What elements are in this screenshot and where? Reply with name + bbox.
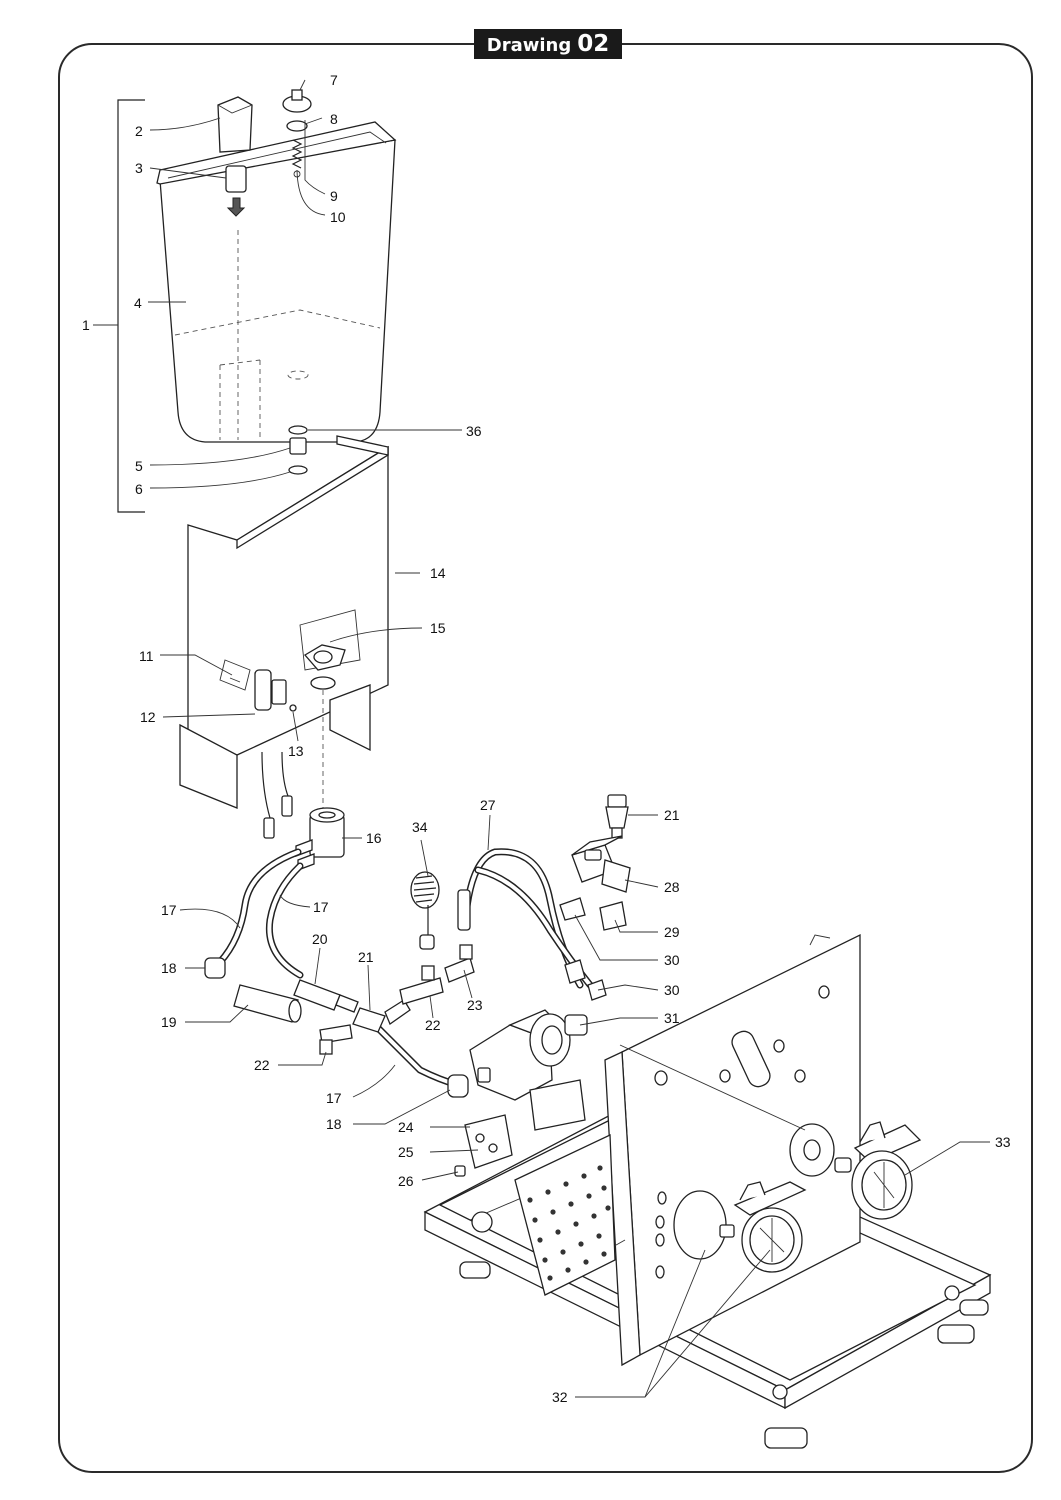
callout-24: 24 — [398, 1119, 414, 1135]
callout-30-bottom: 30 — [664, 982, 680, 998]
gauge-tube — [619, 1044, 806, 1131]
tee-fitting — [319, 965, 444, 1055]
tank-support-panel — [179, 435, 389, 809]
callout-16: 16 — [366, 830, 382, 846]
drawing-title-number: 02 — [577, 31, 610, 57]
callout-33: 33 — [995, 1134, 1011, 1150]
callout-22-right: 22 — [425, 1017, 441, 1033]
callout-13: 13 — [288, 743, 304, 759]
braided-hose — [457, 848, 607, 1001]
callout-12: 12 — [140, 709, 156, 725]
callout-19: 19 — [161, 1014, 177, 1030]
pump-pressure-gauge — [789, 1121, 922, 1220]
callout-9: 9 — [330, 188, 338, 204]
callout-6: 6 — [135, 481, 143, 497]
callout-21-left: 21 — [358, 949, 374, 965]
callout-17-left: 17 — [161, 902, 177, 918]
callout-20: 20 — [312, 931, 328, 947]
callout-2: 2 — [135, 123, 143, 139]
callout-10: 10 — [330, 209, 346, 225]
valve-knob — [282, 89, 312, 178]
callout-1: 1 — [82, 317, 90, 333]
callout-18-left: 18 — [161, 960, 177, 976]
elbow-connector — [559, 897, 627, 931]
pump-bracket — [454, 1079, 586, 1177]
callout-3: 3 — [135, 160, 143, 176]
check-valve — [352, 999, 411, 1033]
tank-assembly-bracket — [117, 99, 145, 513]
water-tank — [156, 121, 397, 443]
callout-29: 29 — [664, 924, 680, 940]
callout-8: 8 — [330, 111, 338, 127]
tank-outlet-fitting — [288, 425, 308, 475]
leader-lines — [93, 79, 990, 1398]
hose-set — [216, 848, 462, 1089]
callout-17-bottom: 17 — [326, 1090, 342, 1106]
callout-7: 7 — [330, 72, 338, 88]
callout-4: 4 — [134, 295, 142, 311]
drip-tray-grid — [514, 1133, 616, 1296]
panel-nut — [303, 644, 346, 690]
drawing-title: Drawing 02 — [474, 29, 622, 59]
callout-14: 14 — [430, 565, 446, 581]
sensor-wires — [261, 751, 293, 839]
level-sensor — [225, 165, 247, 217]
callout-18-bottom: 18 — [326, 1116, 342, 1132]
tank-lid-cap — [217, 96, 253, 153]
boiler-pressure-gauge — [673, 1181, 807, 1273]
callout-30-top: 30 — [664, 952, 680, 968]
callout-17-mid: 17 — [313, 899, 329, 915]
callout-11: 11 — [139, 648, 154, 664]
elbow-fitting — [204, 957, 469, 1098]
solenoid-valve — [571, 835, 631, 893]
connector-fitting — [444, 944, 475, 983]
callout-36: 36 — [466, 423, 482, 439]
inline-fitting — [293, 979, 359, 1013]
callout-32: 32 — [552, 1389, 568, 1405]
callout-15: 15 — [430, 620, 446, 636]
hose-guard — [410, 871, 440, 950]
callout-26: 26 — [398, 1173, 414, 1189]
callout-34: 34 — [412, 819, 428, 835]
callout-28: 28 — [664, 879, 680, 895]
callout-5: 5 — [135, 458, 143, 474]
callout-21-right: 21 — [664, 807, 680, 823]
callout-23: 23 — [467, 997, 483, 1013]
drawing-title-word: Drawing — [486, 35, 572, 56]
callout-22-left: 22 — [254, 1057, 270, 1073]
water-filter — [233, 984, 302, 1023]
flow-meter — [295, 807, 345, 871]
float-switch — [229, 669, 297, 712]
callout-27: 27 — [480, 797, 496, 813]
callout-31: 31 — [664, 1010, 680, 1026]
callout-25: 25 — [398, 1144, 414, 1160]
pressure-switch — [605, 794, 629, 839]
callout-labels: 1 2 3 4 5 6 7 8 9 10 11 12 13 14 15 16 1… — [82, 72, 1011, 1405]
vibration-pump — [469, 1009, 588, 1101]
